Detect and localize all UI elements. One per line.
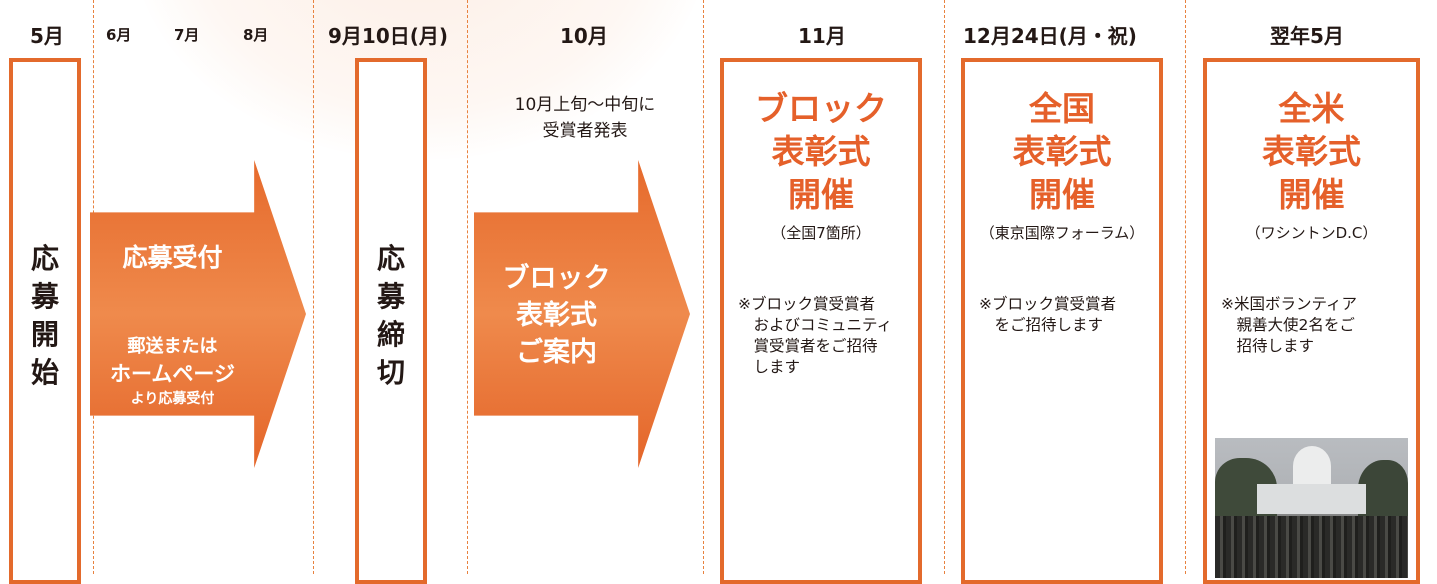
month-label-deadline-date: 9月10日(月) bbox=[328, 24, 449, 48]
us-ceremony-title: 全米 表彰式 開催 bbox=[1262, 89, 1361, 214]
application-deadline-box: 応 募 締 切 bbox=[355, 58, 427, 584]
acceptance-line3: より応募受付 bbox=[130, 391, 215, 407]
month-label-july: 7月 bbox=[174, 26, 200, 44]
month-label-may: 5月 bbox=[30, 24, 64, 48]
national-ceremony-venue: （東京国際フォーラム） bbox=[979, 224, 1145, 242]
divider bbox=[944, 0, 945, 574]
acceptance-line1: 郵送または bbox=[127, 336, 218, 357]
month-label-june: 6月 bbox=[106, 26, 132, 44]
divider bbox=[1185, 0, 1186, 574]
month-label-august: 8月 bbox=[243, 26, 269, 44]
application-deadline-label: 応 募 締 切 bbox=[376, 242, 405, 389]
application-start-label: 応 募 開 始 bbox=[30, 242, 59, 389]
month-label-november: 11月 bbox=[798, 24, 846, 48]
divider bbox=[467, 0, 468, 574]
national-ceremony-title: 全国 表彰式 開催 bbox=[1012, 89, 1112, 214]
application-start-box: 応 募 開 始 bbox=[9, 58, 81, 584]
winner-announcement: 10月上旬〜中旬に 受賞者発表 bbox=[514, 95, 656, 141]
national-ceremony-note: ※ブロック賞受賞者 をご招待します bbox=[979, 295, 1116, 334]
us-ceremony-venue: （ワシントンD.C） bbox=[1245, 224, 1378, 242]
month-label-december-date: 12月24日(月・祝) bbox=[963, 24, 1137, 48]
divider bbox=[703, 0, 704, 574]
month-label-october: 10月 bbox=[560, 24, 608, 48]
block-ceremony-note: ※ブロック賞受賞者 およびコミュニティ 賞受賞者をご招待 します bbox=[738, 295, 893, 376]
acceptance-title: 応募受付 bbox=[122, 243, 223, 272]
block-ceremony-box: ブロック 表彰式 開催 （全国7箇所） ※ブロック賞受賞者 およびコミュニティ … bbox=[720, 58, 922, 584]
divider bbox=[313, 0, 314, 574]
national-ceremony-box: 全国 表彰式 開催 （東京国際フォーラム） ※ブロック賞受賞者 をご招待します bbox=[961, 58, 1163, 584]
block-notice-text: ブロック 表彰式 ご案内 bbox=[502, 263, 611, 368]
capitol-group-photo bbox=[1215, 438, 1408, 578]
application-acceptance-arrow: 応募受付 郵送または ホームページ より応募受付 bbox=[90, 160, 306, 468]
month-label-next-may: 翌年5月 bbox=[1270, 24, 1344, 48]
block-ceremony-venue: （全国7箇所） bbox=[771, 224, 871, 242]
block-ceremony-notice-arrow: ブロック 表彰式 ご案内 bbox=[474, 160, 690, 468]
block-ceremony-title: ブロック 表彰式 開催 bbox=[755, 89, 887, 214]
us-ceremony-box: 全米 表彰式 開催 （ワシントンD.C） ※米国ボランティア 親善大使2名をご … bbox=[1203, 58, 1420, 584]
us-ceremony-note: ※米国ボランティア 親善大使2名をご 招待します bbox=[1221, 295, 1358, 355]
acceptance-line2: ホームページ bbox=[110, 362, 235, 386]
